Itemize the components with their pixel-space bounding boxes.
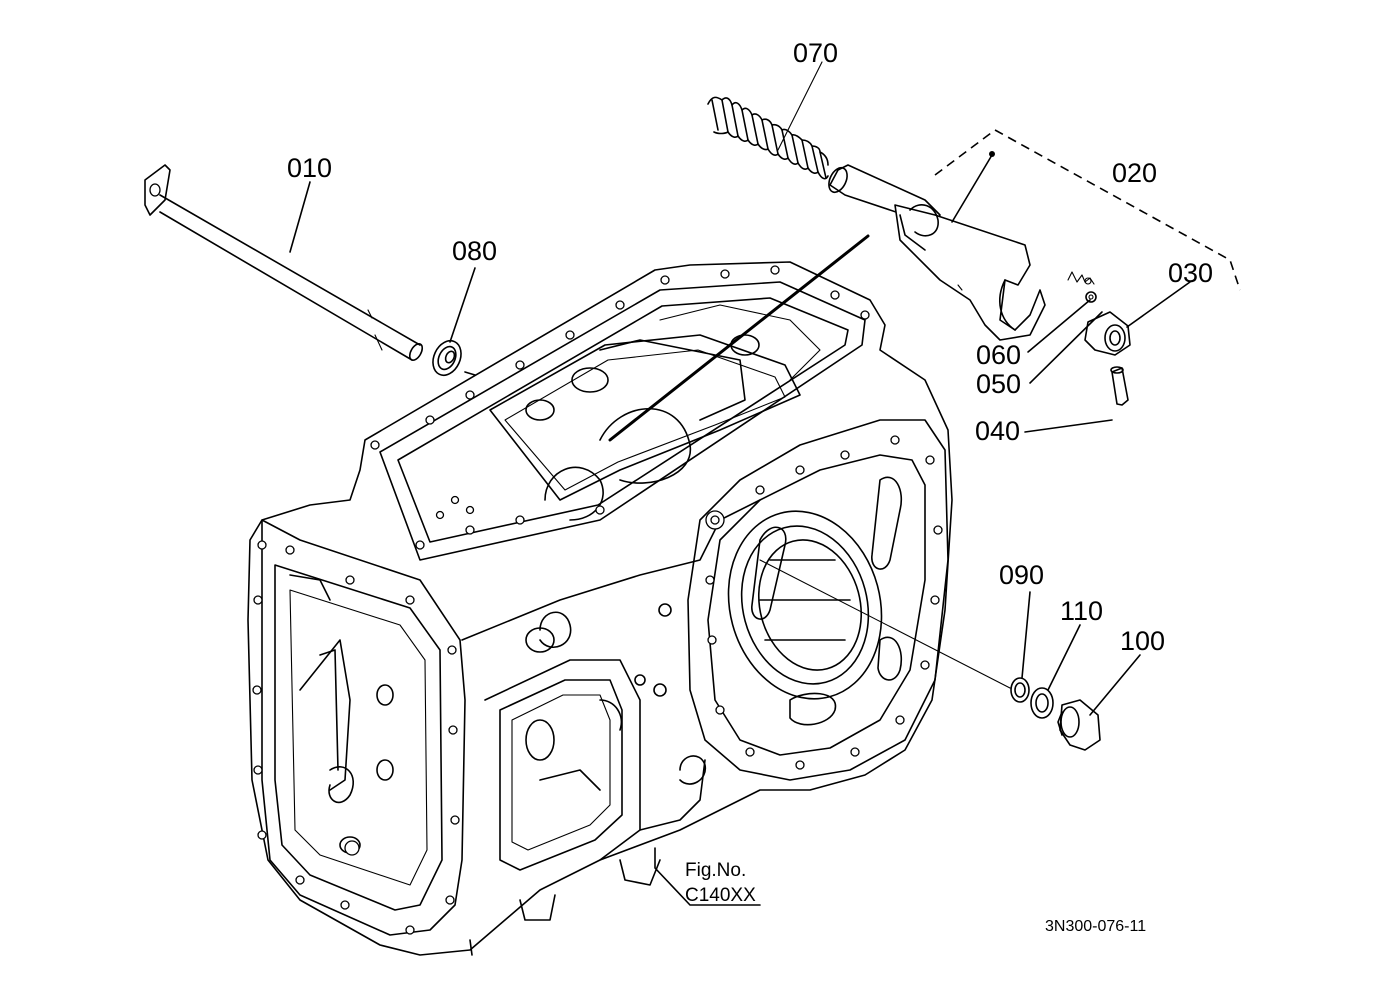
center-line-plug — [759, 559, 1011, 689]
callout-060: 060 — [976, 340, 1021, 370]
part-020-shift-fork — [828, 164, 1046, 341]
drawing-code: 3N300-076-11 — [1045, 918, 1146, 935]
callout-040: 040 — [975, 416, 1020, 446]
transmission-case — [247, 261, 953, 956]
part-070-spring — [707, 96, 829, 180]
callout-070: 070 — [793, 38, 838, 68]
part-060-pin — [1067, 271, 1095, 285]
leader-lines — [289, 61, 1191, 906]
figure-label: Fig.No. — [685, 860, 746, 881]
insertion-line-fork — [608, 234, 870, 442]
front-flange-holes — [252, 540, 460, 935]
figure-reference: Fig.No. C140XX — [685, 860, 756, 906]
callout-020: 020 — [1112, 158, 1157, 188]
part-110-gasket — [1030, 687, 1054, 719]
group-bracket-020 — [934, 129, 1241, 291]
callout-010: 010 — [287, 153, 332, 183]
part-080-oil-seal — [432, 339, 476, 377]
part-030-arm — [1084, 311, 1131, 356]
part-010-shift-rod — [144, 164, 424, 361]
callout-labels: 070 010 020 080 030 060 050 040 090 110 … — [287, 38, 1213, 656]
part-040-bolt — [1110, 366, 1129, 406]
part-050-washer — [1085, 291, 1097, 303]
callout-050: 050 — [976, 369, 1021, 399]
rear-flange-holes — [705, 435, 943, 770]
part-100-plug — [1057, 699, 1101, 751]
callout-080: 080 — [452, 236, 497, 266]
callout-030: 030 — [1168, 258, 1213, 288]
top-deck-holes — [370, 265, 870, 550]
callout-090: 090 — [999, 560, 1044, 590]
figure-number: C140XX — [685, 885, 756, 906]
callout-100: 100 — [1120, 626, 1165, 656]
callout-110: 110 — [1060, 596, 1103, 626]
part-090-o-ring — [1010, 677, 1030, 703]
